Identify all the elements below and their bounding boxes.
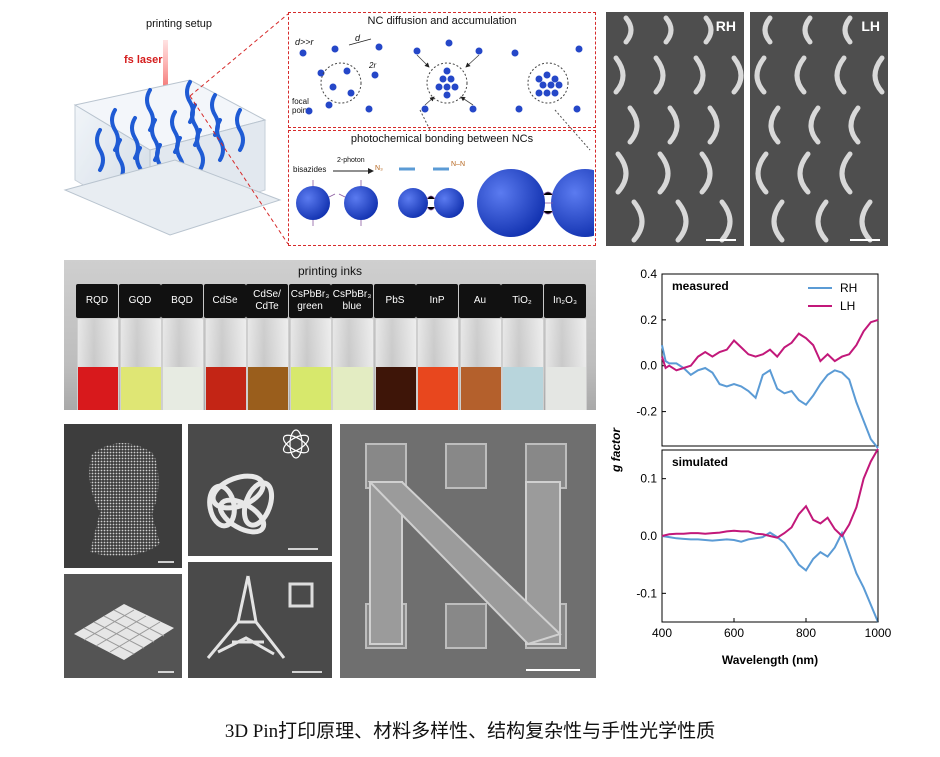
y-axis-label: g factor bbox=[609, 427, 623, 473]
d-gt-r-label: d>>r bbox=[295, 37, 314, 47]
sem-tower-image bbox=[188, 562, 332, 678]
vial-cap-label: Au bbox=[459, 284, 501, 318]
series-line-rh bbox=[661, 344, 879, 449]
sem-woodpile-image bbox=[64, 574, 182, 678]
rh-helix-array bbox=[606, 12, 744, 246]
y-tick-label: -0.2 bbox=[636, 405, 657, 419]
d-label: d bbox=[355, 33, 361, 43]
vial bbox=[77, 318, 119, 410]
vial bbox=[332, 318, 374, 410]
vial-cap-label: RQD bbox=[76, 284, 118, 318]
x-axis-label: Wavelength (nm) bbox=[722, 653, 818, 667]
nc-diffusion-panel: NC diffusion and accumulation d>>r d 2r … bbox=[288, 12, 596, 128]
vial bbox=[247, 318, 289, 410]
vial-cap-label: CdSe bbox=[204, 284, 246, 318]
printing-setup-panel: printing setup fs laser bbox=[60, 10, 285, 250]
vial bbox=[545, 318, 587, 410]
vial-liquid bbox=[503, 367, 543, 410]
y-tick-label: 0.2 bbox=[640, 313, 657, 327]
connector-lines bbox=[189, 13, 591, 245]
bonding-illustration bbox=[296, 167, 594, 237]
chart-title: simulated bbox=[672, 455, 728, 469]
sem-n-letter-image bbox=[340, 424, 596, 678]
nn-label: N–N bbox=[451, 161, 466, 168]
vial bbox=[120, 318, 162, 410]
figure-caption: 3D Pin打印原理、材料多样性、结构复杂性与手性光学性质 bbox=[224, 721, 716, 742]
vial-liquid bbox=[333, 367, 373, 410]
two-r-label: 2r bbox=[369, 61, 377, 70]
diffusion-title: NC diffusion and accumulation bbox=[367, 15, 517, 27]
legend-label-lh: LH bbox=[840, 299, 855, 313]
y-tick-label: 0.4 bbox=[640, 267, 657, 281]
photochemical-bonding-panel: photochemical bonding between NCs bisazi… bbox=[288, 130, 596, 246]
series-line-lh bbox=[661, 318, 879, 372]
chart-frame bbox=[661, 273, 879, 447]
y-tick-label: -0.1 bbox=[636, 586, 657, 600]
vial bbox=[290, 318, 332, 410]
two-photon-label: 2-photon bbox=[337, 157, 365, 164]
vial-liquid bbox=[78, 367, 118, 410]
printing-setup-title: printing setup bbox=[146, 18, 213, 30]
inks-title: printing inks bbox=[297, 264, 363, 278]
legend-label-rh: RH bbox=[840, 281, 857, 295]
n3-label: N₃ bbox=[375, 165, 383, 172]
sem-flower-image bbox=[188, 424, 332, 556]
g-factor-chart: 0.4 0.2 0.0 -0.2 measured 0.1 0.0 -0.1 simulated… bbox=[609, 267, 892, 667]
vial-liquid bbox=[376, 367, 416, 410]
vial bbox=[375, 318, 417, 410]
vial bbox=[460, 318, 502, 410]
bisazides-label: bisazides bbox=[293, 165, 327, 174]
y-tick-label: 0.0 bbox=[640, 359, 657, 373]
bonding-title: photochemical bonding between NCs bbox=[350, 133, 534, 145]
vial bbox=[205, 318, 247, 410]
vial-cap-label: PbS bbox=[374, 284, 416, 318]
vial-cap-label: InP bbox=[416, 284, 458, 318]
lh-label: LH bbox=[861, 18, 880, 34]
vial-cap-label: CdSe/ CdTe bbox=[246, 284, 288, 318]
vial-cap-label: CsPbBr₃ green bbox=[289, 284, 331, 318]
laser-label: fs laser bbox=[124, 54, 163, 66]
vial-liquid bbox=[121, 367, 161, 410]
vial-cap-label: CsPbBr₃ blue bbox=[331, 284, 373, 318]
series-line-lh bbox=[661, 448, 879, 539]
focal-point-label: focal point bbox=[292, 97, 310, 115]
series-line-rh bbox=[661, 530, 879, 623]
sem-lh-image: LH bbox=[750, 12, 888, 246]
vial-liquid bbox=[206, 367, 246, 410]
y-tick-label: 0.0 bbox=[640, 529, 657, 543]
vial-liquid bbox=[461, 367, 501, 410]
vial-cap-label: In₂O₃ bbox=[544, 284, 586, 318]
vial-cap-label: BQD bbox=[161, 284, 203, 318]
vial-liquid bbox=[248, 367, 288, 410]
lh-helix-array bbox=[750, 12, 888, 246]
vial-liquid bbox=[546, 367, 586, 410]
printing-setup-illustration bbox=[63, 40, 282, 236]
vial-liquid bbox=[291, 367, 331, 410]
x-tick-label: 400 bbox=[652, 626, 672, 640]
vial-cap-label: GQD bbox=[119, 284, 161, 318]
x-tick-label: 1000 bbox=[865, 626, 892, 640]
vial bbox=[162, 318, 204, 410]
x-tick-label: 600 bbox=[724, 626, 744, 640]
rh-label: RH bbox=[715, 18, 736, 34]
sem-portrait-image bbox=[64, 424, 182, 568]
vial bbox=[417, 318, 459, 410]
vial-cap-label: TiO₂ bbox=[501, 284, 543, 318]
vial bbox=[502, 318, 544, 410]
x-tick-label: 800 bbox=[796, 626, 816, 640]
vial-liquid bbox=[418, 367, 458, 410]
chart-title: measured bbox=[672, 279, 729, 293]
vial-liquid bbox=[163, 367, 203, 410]
diffusion-illustration bbox=[299, 38, 583, 115]
y-tick-label: 0.1 bbox=[640, 472, 657, 486]
sem-rh-image: RH bbox=[606, 12, 744, 246]
